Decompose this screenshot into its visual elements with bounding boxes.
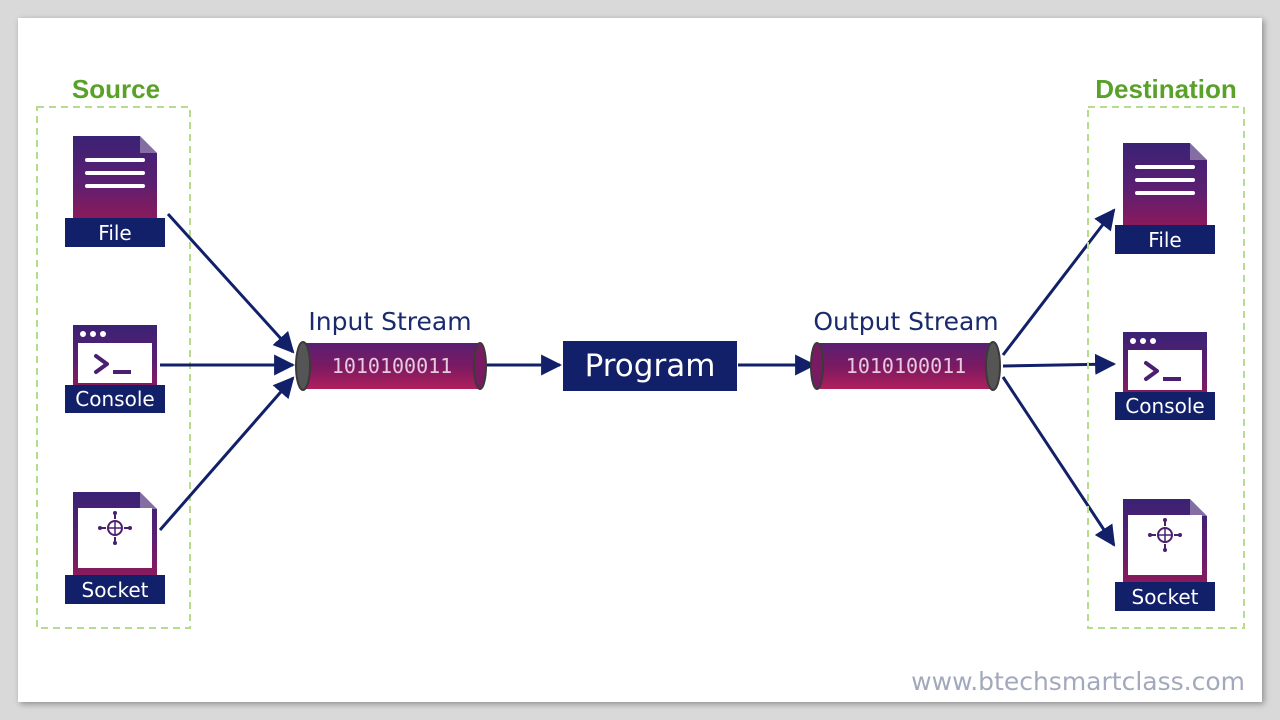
file-icon	[1123, 143, 1207, 225]
watermark: www.btechsmartclass.com	[911, 667, 1245, 696]
file-label-bar	[65, 218, 165, 247]
destination-file-label: File	[1148, 228, 1181, 252]
socket-label-bar	[65, 575, 165, 604]
source-border	[36, 106, 191, 629]
socket-icon	[73, 492, 157, 575]
arrow-output-to-console	[1002, 353, 1117, 375]
console-icon	[1123, 332, 1207, 394]
destination-group: Destination File	[1087, 74, 1245, 629]
destination-socket: Socket	[1115, 499, 1215, 611]
socket-icon	[1123, 499, 1207, 582]
console-label-bar	[65, 385, 165, 413]
destination-title: Destination	[1095, 74, 1237, 104]
input-stream-title: Input Stream	[308, 307, 471, 336]
output-stream-bits: 1010100011	[846, 354, 966, 378]
output-stream: Output Stream 1010100011	[810, 307, 1001, 391]
source-console: Console	[65, 325, 165, 413]
program-box: Program	[563, 341, 737, 391]
source-console-label: Console	[75, 387, 154, 411]
source-file: File	[65, 136, 165, 247]
socket-label-bar	[1115, 582, 1215, 611]
arrow-output-to-file	[1001, 208, 1116, 356]
input-stream-bits: 1010100011	[332, 354, 452, 378]
arrow-socket-to-input	[158, 376, 295, 531]
console-label-bar	[1115, 392, 1215, 420]
file-icon	[73, 136, 157, 218]
program-label: Program	[585, 348, 716, 384]
destination-socket-label: Socket	[1132, 585, 1199, 609]
source-group: Source File	[36, 74, 191, 629]
file-label-bar	[1115, 225, 1215, 254]
arrow-output-to-socket	[1001, 376, 1116, 547]
pipe-icon	[295, 341, 487, 391]
destination-console: Console	[1115, 332, 1215, 420]
destination-file: File	[1115, 143, 1215, 254]
output-stream-title: Output Stream	[813, 307, 998, 336]
arrow-file-to-input	[166, 212, 295, 354]
input-stream: Input Stream 1010100011	[295, 307, 487, 391]
pipe-icon	[810, 341, 1001, 391]
source-file-label: File	[98, 221, 131, 245]
console-icon	[73, 325, 157, 387]
source-title: Source	[72, 74, 160, 104]
destination-border	[1087, 106, 1245, 629]
destination-console-label: Console	[1125, 394, 1204, 418]
source-socket: Socket	[65, 492, 165, 604]
source-socket-label: Socket	[82, 578, 149, 602]
